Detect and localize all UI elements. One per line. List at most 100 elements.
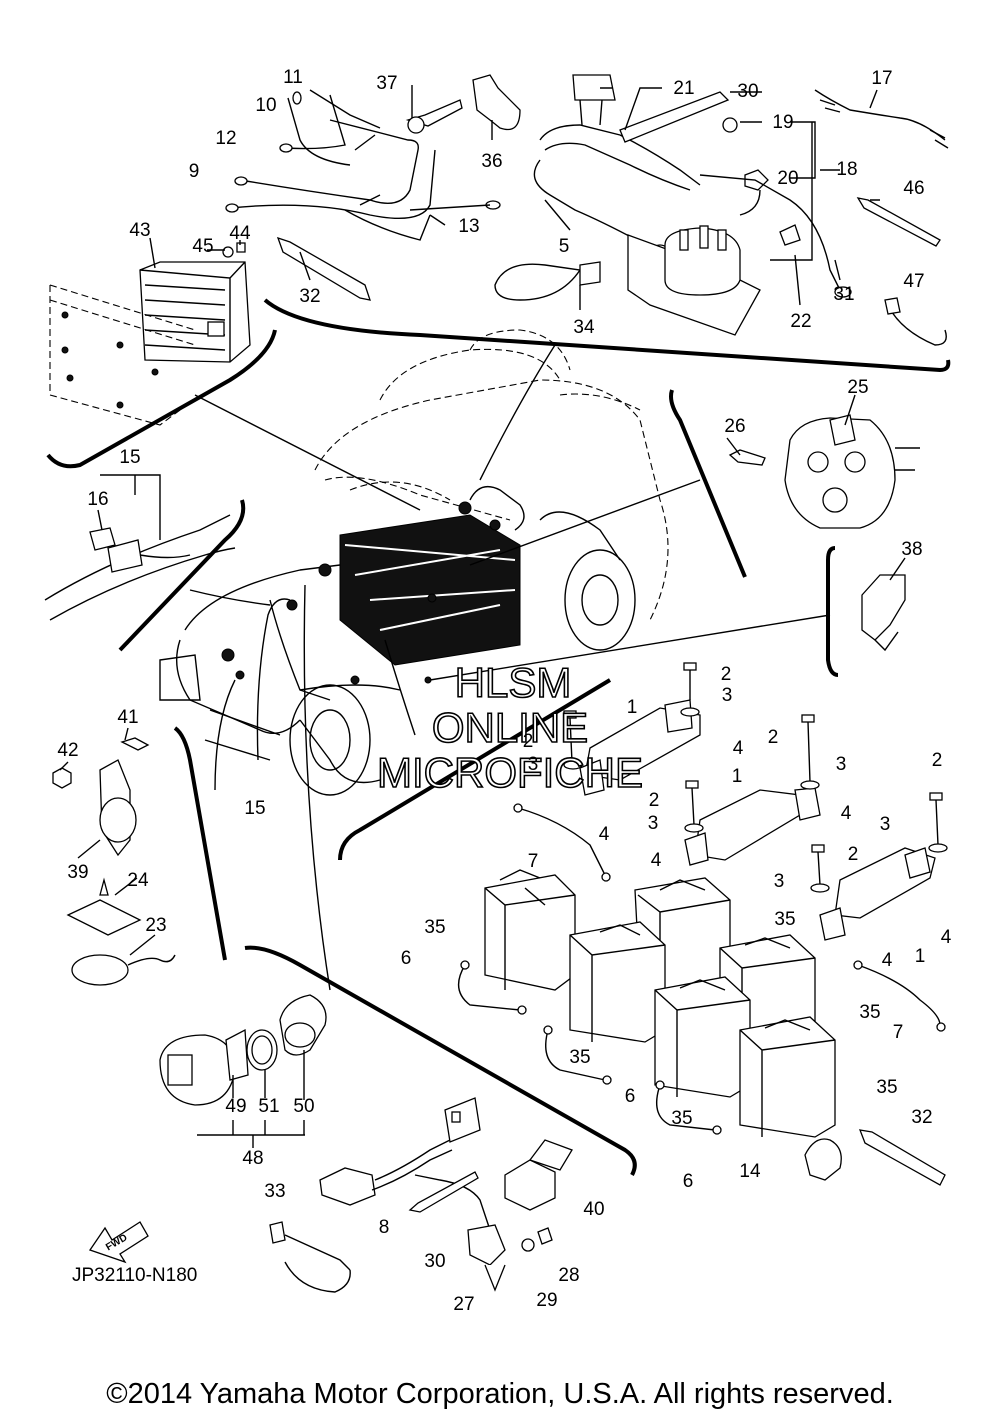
callout: 3 — [528, 754, 539, 775]
callout: 51 — [258, 1096, 279, 1117]
callout: 47 — [903, 271, 924, 292]
callout: 21 — [673, 78, 694, 99]
horn-39 — [52, 737, 150, 857]
callout: 17 — [871, 68, 892, 89]
callout: 30 — [424, 1251, 445, 1272]
callout: 35 — [671, 1108, 692, 1129]
clamp-36 — [405, 74, 521, 134]
callout: 15 — [244, 798, 265, 819]
golf-car-outline — [159, 329, 669, 796]
callout: 35 — [876, 1077, 897, 1098]
callout: 22 — [790, 311, 811, 332]
callout: 3 — [774, 871, 785, 892]
cable-tie-47 — [884, 297, 947, 346]
callout: 11 — [283, 67, 303, 88]
callout: 4 — [733, 738, 744, 759]
battery-cables — [457, 803, 946, 1135]
callout: 36 — [481, 151, 502, 172]
key-switch-48 — [159, 994, 327, 1106]
sensor-23-24 — [66, 877, 176, 986]
callout: 18 — [836, 159, 857, 180]
callout: 16 — [87, 489, 108, 510]
callout: 38 — [901, 539, 922, 560]
fwd-arrow-icon — [88, 1221, 149, 1264]
callout: 33 — [264, 1181, 285, 1202]
solenoid-assembly — [533, 74, 852, 336]
callout: 3 — [836, 754, 847, 775]
callout: 24 — [127, 870, 149, 891]
callout: 6 — [401, 948, 412, 969]
callout: 8 — [379, 1217, 390, 1238]
motor-controller-43 — [49, 242, 251, 426]
relay-16 — [44, 514, 236, 621]
callout: 37 — [376, 73, 397, 94]
callout: 50 — [293, 1096, 314, 1117]
callout: 7 — [893, 1022, 904, 1043]
callout: 40 — [583, 1199, 604, 1220]
callout: 2 — [848, 844, 859, 865]
callout: 6 — [683, 1171, 694, 1192]
callout: 2 — [523, 731, 534, 752]
callout: 4 — [941, 927, 952, 948]
callout: 5 — [559, 236, 570, 257]
callout: 3 — [880, 814, 891, 835]
battery-pack-on-car — [221, 486, 525, 685]
callout: 35 — [774, 909, 795, 930]
sensor-27 — [408, 1171, 553, 1292]
callout: 43 — [129, 220, 150, 241]
callout: 35 — [424, 917, 445, 938]
callout: 31 — [833, 284, 854, 305]
callout: 25 — [847, 377, 868, 398]
callout: 27 — [453, 1294, 474, 1315]
drawing-code: JP32110-N180 — [72, 1265, 198, 1286]
cable-tie-32-right — [858, 1129, 946, 1186]
callout: 28 — [558, 1265, 579, 1286]
section-dividers — [46, 298, 951, 1176]
callout: 45 — [192, 236, 213, 257]
callout-labels: 1 1 1 2 2 2 2 2 2 3 3 3 3 3 3 4 4 4 4 4 … — [57, 67, 951, 1315]
callout: 32 — [911, 1107, 932, 1128]
callout: 2 — [649, 790, 660, 811]
switch-40 — [504, 1139, 573, 1211]
callout: 1 — [915, 946, 926, 967]
callout: 1 — [627, 697, 638, 718]
watermark-line-1: HLSM — [455, 659, 572, 706]
callout: 42 — [57, 740, 78, 761]
watermark-line-3: MICROFICHE — [377, 749, 643, 796]
callout: 10 — [255, 95, 276, 116]
callout: 13 — [458, 216, 479, 237]
callout: 30 — [737, 81, 758, 102]
callout: 2 — [932, 750, 943, 771]
locator-arrows — [189, 344, 831, 991]
callout: 3 — [722, 685, 733, 706]
callout: 7 — [528, 851, 539, 872]
copyright-notice: ©2014 Yamaha Motor Corporation, U.S.A. A… — [106, 1378, 894, 1410]
callout: 1 — [732, 766, 743, 787]
callout: 41 — [117, 707, 138, 728]
callout: 48 — [242, 1148, 263, 1169]
cable-tie-33 — [269, 1221, 351, 1293]
charger-receptacle-25 — [728, 414, 920, 529]
clamp-14 — [804, 1138, 842, 1181]
callout: 39 — [67, 862, 88, 883]
callout: 23 — [145, 915, 166, 936]
callout: 35 — [859, 1002, 880, 1023]
band-34 — [494, 261, 601, 301]
callout: 44 — [229, 223, 251, 244]
callout: 26 — [724, 416, 745, 437]
callout: 2 — [768, 727, 779, 748]
callout: 2 — [721, 664, 732, 685]
leader-lines — [59, 85, 906, 1148]
watermark-line-2: ONLINE — [432, 704, 588, 751]
callout: 34 — [573, 317, 595, 338]
batteries-35 — [484, 869, 836, 1138]
callout: 46 — [903, 178, 924, 199]
battery-hold-downs — [563, 662, 948, 941]
watermark: HLSM ONLINE MICROFICHE — [376, 658, 644, 797]
wire-harness — [225, 89, 501, 241]
cable-17 — [814, 89, 949, 149]
callout: 19 — [772, 112, 793, 133]
callout: 4 — [651, 850, 662, 871]
